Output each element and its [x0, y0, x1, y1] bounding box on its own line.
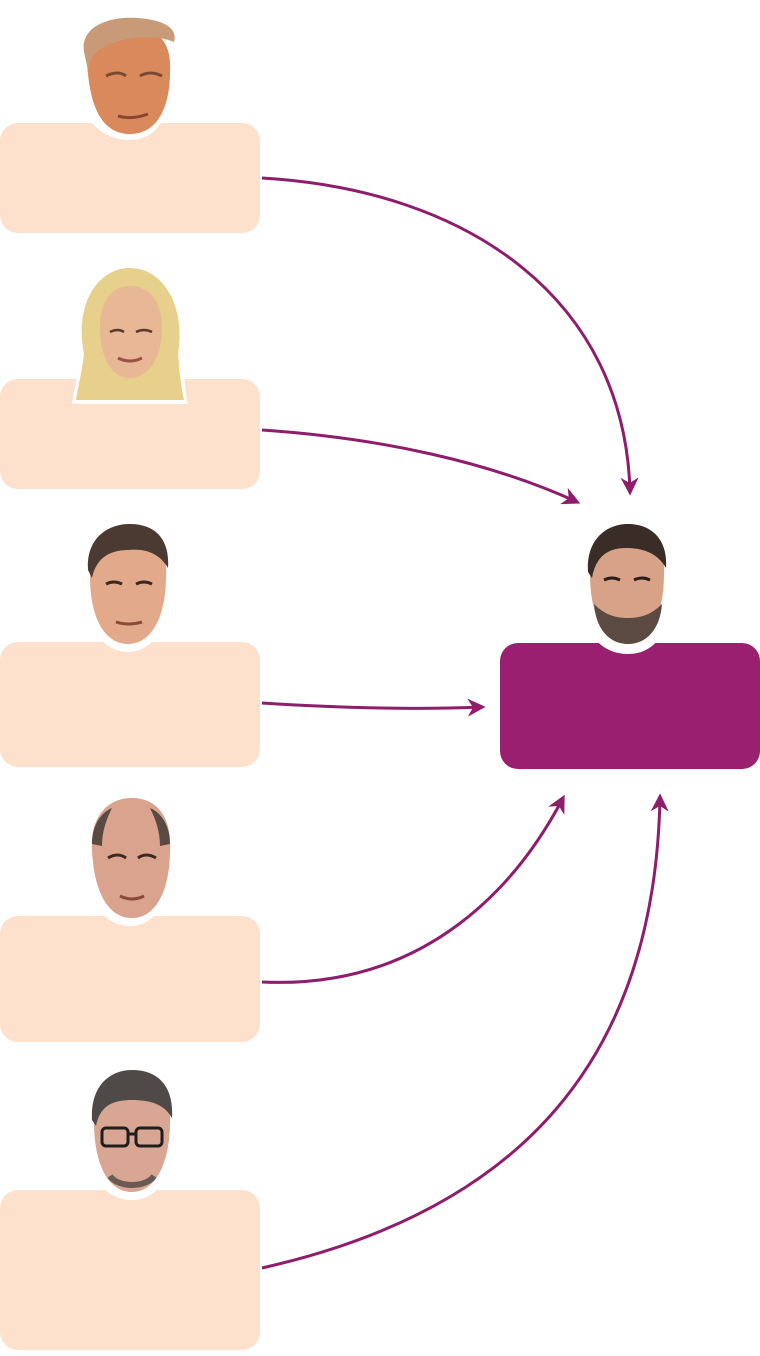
source-box-1	[0, 123, 260, 233]
source-box-3	[0, 642, 260, 767]
source-box-4	[0, 916, 260, 1042]
source-box-5	[0, 1190, 260, 1350]
portrait-man-dark-hair-icon	[81, 518, 175, 652]
portrait-man-balding-icon	[82, 790, 179, 926]
portrait-bearded-man-icon	[581, 520, 673, 654]
arrow-source-3	[261, 698, 486, 717]
arrow-source-5	[261, 793, 669, 1270]
portrait-man-glasses-icon	[85, 1066, 179, 1200]
arrow-source-1	[261, 176, 639, 496]
arrow-source-2	[261, 428, 581, 505]
portrait-woman-blonde-icon	[72, 262, 188, 404]
portrait-man-swept-hair-icon	[74, 9, 185, 140]
arrow-source-4	[261, 794, 565, 984]
target-box	[500, 643, 760, 769]
